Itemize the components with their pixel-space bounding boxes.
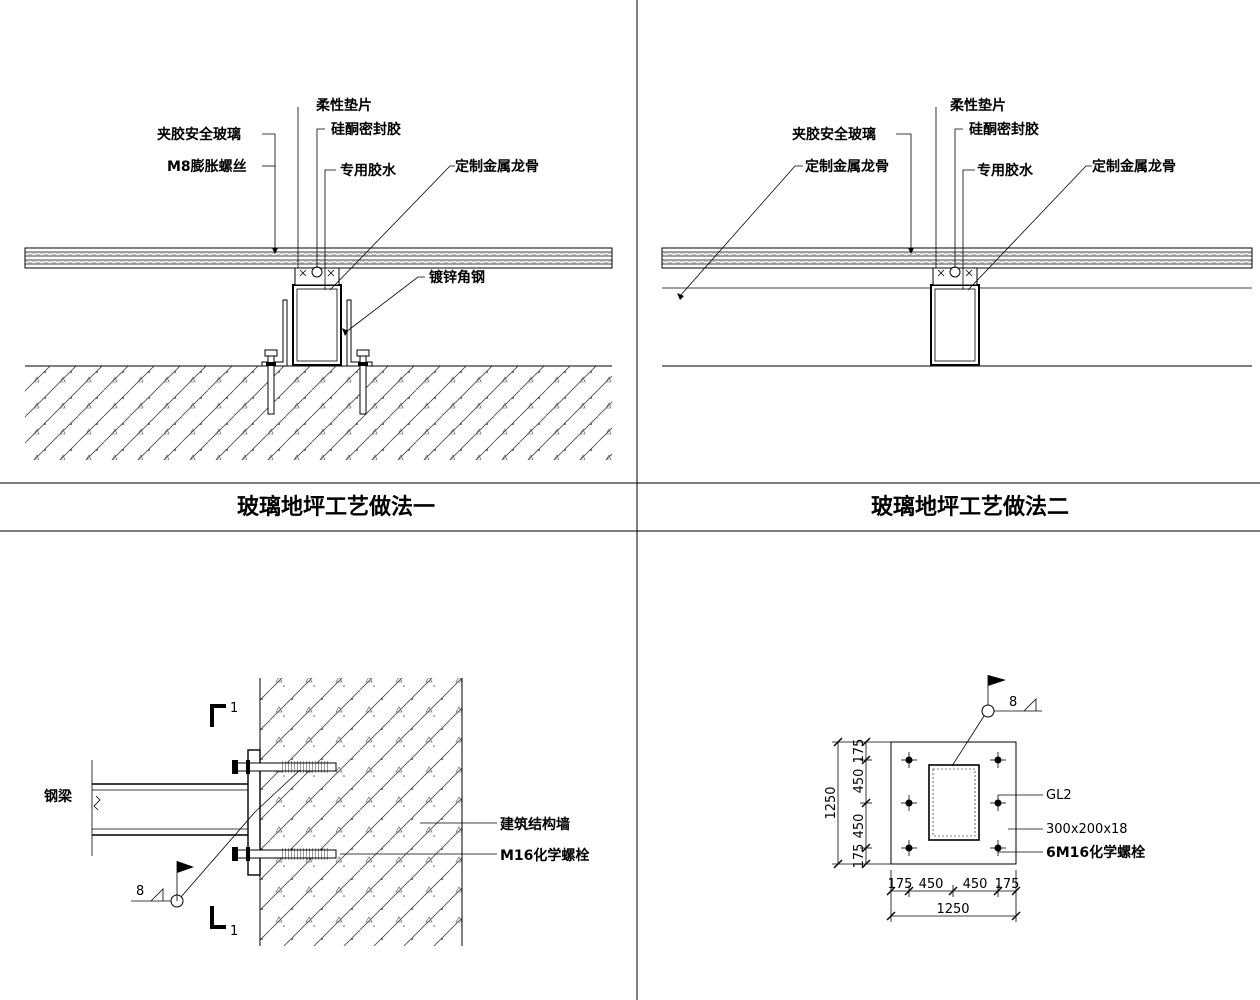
chemical-bolt-label: M16化学螺栓 <box>500 847 589 864</box>
leaders-two <box>677 107 1092 300</box>
dim-v-seg-2: 450 <box>852 769 867 794</box>
bolt-holes <box>901 752 1006 856</box>
galvanized-angle <box>261 299 373 367</box>
embed-plate <box>247 749 261 876</box>
dim-v-total: 1250 <box>824 786 839 819</box>
steel-beam <box>91 760 248 856</box>
metal-keel <box>292 266 342 366</box>
silicone-sealant-label-two: 硅酮密封胶 <box>969 121 1039 138</box>
detail-three: 1 1 8 钢梁 建筑结构墙 M16化学螺栓 <box>44 678 589 946</box>
title-method-one: 玻璃地坪工艺做法一 <box>237 494 435 520</box>
glass-panel <box>24 247 613 269</box>
weld-size-three: 8 <box>136 884 144 899</box>
dim-v-seg-3: 450 <box>852 814 867 839</box>
expansion-bolts <box>264 349 370 415</box>
section-mark-top-number: 1 <box>230 701 238 716</box>
steel-beam-label: 钢梁 <box>44 788 73 805</box>
glass-panel-two <box>661 247 1253 269</box>
metal-keel-two <box>930 266 980 366</box>
title-method-two: 玻璃地坪工艺做法二 <box>871 494 1069 520</box>
dim-h-total: 1250 <box>936 902 969 917</box>
weld-symbol-four <box>951 675 1042 767</box>
detail-four: 8 GL2 300x200x18 6M16化学螺栓 1250 175 450 <box>824 675 1145 922</box>
plate-label: 300x200x18 <box>1046 822 1128 837</box>
silicone-sealant-label-one: 硅酮密封胶 <box>331 121 401 138</box>
expansion-bolt-label: M8膨胀螺丝 <box>167 158 247 175</box>
chemical-bolts <box>232 760 337 861</box>
detail-one: 柔性垫片 夹胶安全玻璃 硅酮密封胶 M8膨胀螺丝 专用胶水 定制金属龙骨 镀锌角… <box>24 97 613 460</box>
weld-size-four: 8 <box>1009 695 1017 710</box>
section-mark-bottom-number: 1 <box>230 924 238 939</box>
custom-keel-left-label: 定制金属龙骨 <box>805 158 889 175</box>
dim-h-seg-1: 175 <box>888 877 913 892</box>
concrete-slab <box>25 366 612 460</box>
dim-v-seg-1: 175 <box>852 739 867 764</box>
custom-keel-label-one: 定制金属龙骨 <box>455 158 539 175</box>
laminated-glass-label-two: 夹胶安全玻璃 <box>792 126 876 143</box>
bolt-spec-label: 6M16化学螺栓 <box>1046 844 1145 861</box>
vertical-dimensions <box>832 737 891 869</box>
section-mark-top <box>210 704 226 727</box>
tube-label: GL2 <box>1046 788 1072 803</box>
structural-wall-label: 建筑结构墙 <box>500 816 570 833</box>
section-mark-bottom <box>210 906 226 929</box>
dim-h-seg-4: 175 <box>995 877 1020 892</box>
dim-h-seg-3: 450 <box>963 877 988 892</box>
dim-h-seg-2: 450 <box>919 877 944 892</box>
special-glue-label-one: 专用胶水 <box>340 162 397 179</box>
flexible-pad-label-one: 柔性垫片 <box>315 97 372 114</box>
galvanized-angle-label: 镀锌角钢 <box>429 269 485 286</box>
special-glue-label-two: 专用胶水 <box>977 162 1034 179</box>
laminated-glass-label-one: 夹胶安全玻璃 <box>157 126 241 143</box>
custom-keel-right-label: 定制金属龙骨 <box>1092 158 1176 175</box>
steel-tube <box>928 764 980 841</box>
leaders-one <box>262 107 455 336</box>
flexible-pad-label-two: 柔性垫片 <box>949 97 1006 114</box>
dim-v-seg-4: 175 <box>852 844 867 869</box>
detail-two: 柔性垫片 夹胶安全玻璃 硅酮密封胶 定制金属龙骨 专用胶水 定制金属龙骨 <box>661 97 1253 367</box>
weld-symbol-three <box>131 769 301 908</box>
horizontal-dimensions <box>886 870 1021 922</box>
structural-wall <box>260 678 462 946</box>
